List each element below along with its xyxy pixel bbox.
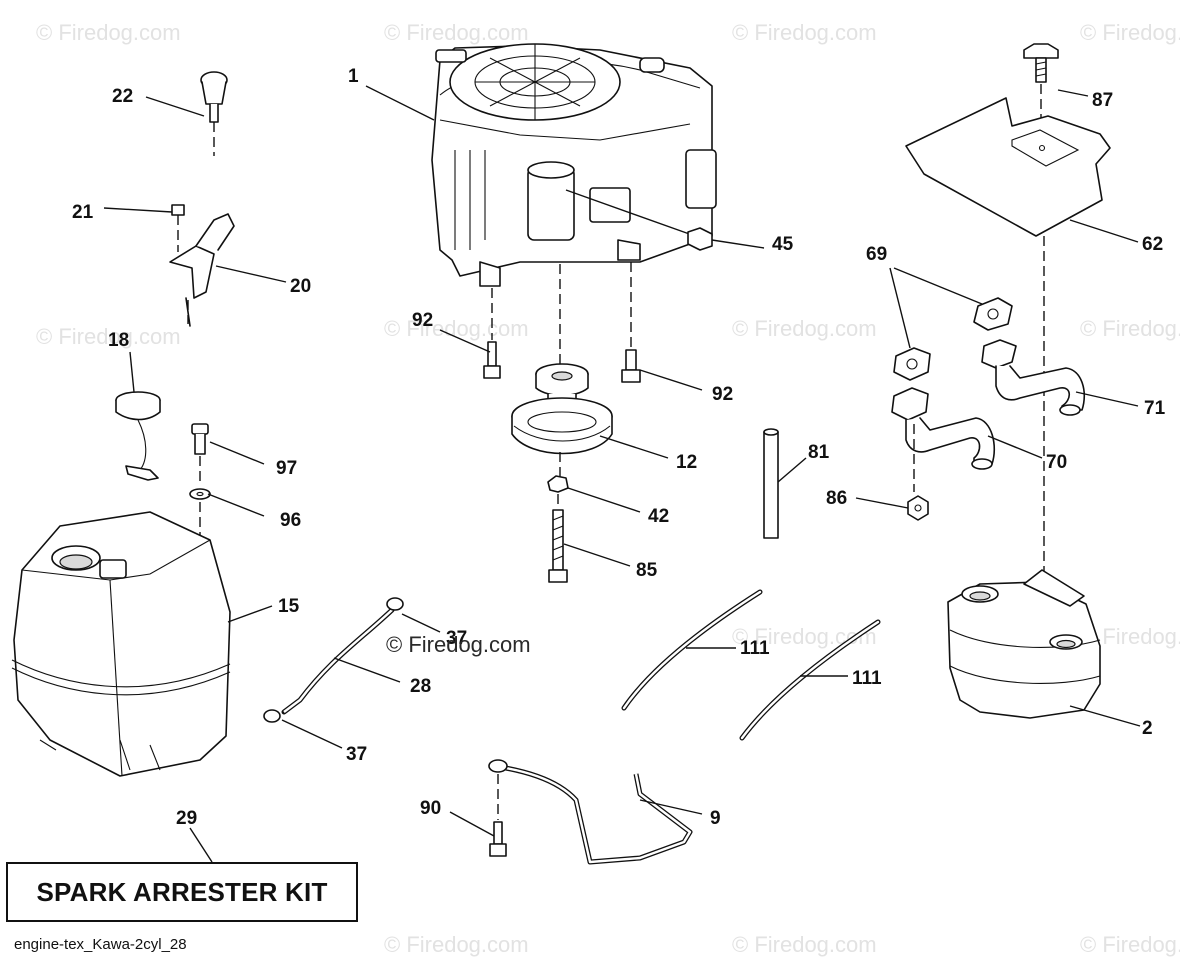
callout-92-left: 92 <box>412 310 433 331</box>
watermark-overlay: © Firedog.com <box>386 632 531 657</box>
heat-shield-part <box>905 97 1111 237</box>
callout-85: 85 <box>636 560 658 581</box>
watermark: © Firedog.com <box>732 932 877 957</box>
hose-111-part <box>621 589 881 741</box>
callout-42: 42 <box>648 506 669 527</box>
watermark: © Firedog.com <box>732 316 877 341</box>
watermark: © Firedog.com <box>384 932 529 957</box>
throttle-knob-part <box>200 71 228 156</box>
diagram-id: engine-tex_Kawa-2cyl_28 <box>14 936 187 953</box>
callout-1: 1 <box>348 66 359 87</box>
callout-92-right: 92 <box>712 384 733 405</box>
fuel-cap-part <box>115 391 161 481</box>
exhaust-pipe-71-part <box>981 339 1086 416</box>
pulley-part <box>511 363 613 455</box>
callout-18: 18 <box>108 330 129 351</box>
callout-62: 62 <box>1142 234 1163 255</box>
callout-21: 21 <box>72 202 94 223</box>
callout-12: 12 <box>676 452 697 473</box>
screw-87-part <box>1023 43 1059 140</box>
nut-86-part <box>907 495 929 521</box>
bolt-97-part <box>189 423 211 680</box>
watermark: © Firedog.com <box>1080 20 1180 45</box>
watermark: © Firedog.com <box>1080 316 1180 341</box>
callout-9: 9 <box>710 808 721 829</box>
bolt-85-part <box>547 475 569 583</box>
callout-81: 81 <box>808 442 830 463</box>
exhaust-pipe-70-part <box>891 387 996 470</box>
engine-part <box>431 43 717 287</box>
muffler-part <box>947 569 1101 719</box>
watermark: © Firedog.com <box>1080 932 1180 957</box>
muffler-pipe-part <box>488 759 693 865</box>
callout-37-upper: 37 <box>446 628 467 649</box>
gaskets-part <box>893 297 1013 381</box>
watermark: © Firedog.com <box>36 324 181 349</box>
callout-86: 86 <box>826 488 847 509</box>
choke-bracket-part <box>169 204 235 327</box>
callout-69: 69 <box>866 244 887 265</box>
bolt-92-part <box>483 341 641 383</box>
leader-lines <box>103 85 1141 863</box>
fuel-tank-part <box>11 511 231 777</box>
watermark: © Firedog.com <box>732 20 877 45</box>
callout-111-b: 111 <box>852 668 882 689</box>
callout-labels: 1 22 21 20 18 97 96 15 28 37 37 29 92 92… <box>72 66 1166 829</box>
fuel-line-part <box>263 597 404 723</box>
watermark: © Firedog.com <box>36 20 181 45</box>
callout-97: 97 <box>276 458 297 479</box>
callout-111-a: 111 <box>740 638 770 659</box>
callout-71: 71 <box>1144 398 1166 419</box>
callout-2: 2 <box>1142 718 1153 739</box>
spark-arrester-kit-box: SPARK ARRESTER KIT <box>6 862 358 922</box>
callout-15: 15 <box>278 596 300 617</box>
callout-20: 20 <box>290 276 311 297</box>
watermark: © Firedog.com <box>384 20 529 45</box>
callout-70: 70 <box>1046 452 1067 473</box>
callout-29: 29 <box>176 808 197 829</box>
callout-22: 22 <box>112 86 133 107</box>
nut-45-part <box>565 189 713 251</box>
callout-90: 90 <box>420 798 441 819</box>
callout-28: 28 <box>410 676 431 697</box>
spark-arrester-kit-label: SPARK ARRESTER KIT <box>36 876 328 907</box>
callout-87: 87 <box>1092 90 1113 111</box>
callout-37: 37 <box>346 744 367 765</box>
tube-81-part <box>763 428 779 539</box>
callout-96: 96 <box>280 510 301 531</box>
callout-45: 45 <box>772 234 794 255</box>
